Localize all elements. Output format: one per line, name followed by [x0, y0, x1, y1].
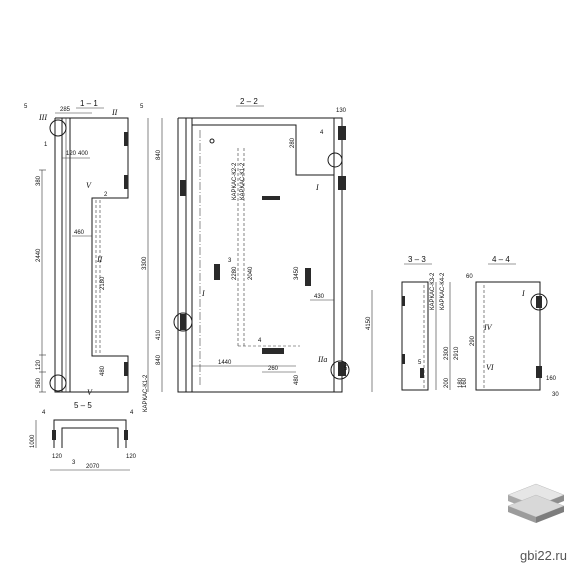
dim-2070: 2070 [86, 464, 100, 470]
section-2-2-title: 2 – 2 [240, 97, 258, 106]
callout-IIa: IIa [317, 355, 327, 364]
dim-1000: 1000 [30, 434, 36, 448]
section-2-2-view: 2 – 2 3300 840 410 840 [142, 97, 373, 393]
callout-V-bottom: V [87, 388, 93, 397]
callout-II-mid: II [96, 255, 103, 264]
dim-180: 180 [458, 377, 464, 388]
dim-3450: 3450 [294, 266, 300, 280]
section-5-5-view: 5 – 5 1000 2070 120 120 3 4 4 [30, 401, 137, 471]
dim-60-4: 160 [546, 376, 557, 382]
mark-5-3: 5 [418, 360, 422, 366]
dim-3300: 3300 [142, 256, 148, 270]
callout-II: II [111, 108, 118, 117]
dim-260: 260 [268, 366, 279, 372]
mark-4-2: 4 [258, 338, 262, 344]
dim-120-5: 120 [52, 454, 63, 460]
section-3-3-view: 3 – 3 2300 2910 КАРКАС-К3-2 КАРКАС-К4-2 … [401, 255, 464, 391]
mark-5b: 5 [140, 104, 144, 110]
dim-2300: 2300 [444, 346, 450, 360]
mark-4-5b: 4 [130, 410, 134, 416]
callout-V: V [86, 181, 92, 190]
dim-200: 200 [444, 377, 450, 388]
dim-380: 380 [36, 175, 42, 186]
mark-4-5: 4 [42, 410, 46, 416]
dim-285: 285 [60, 107, 71, 113]
dim-120-5b: 120 [126, 454, 137, 460]
section-1-1-view: 1 – 1 2440 380 120 580 285 120 400 [24, 99, 149, 412]
mesh-label-k5: КАРКАС-К4-2 [440, 272, 446, 310]
callout-III: III [38, 113, 47, 122]
dim-2280: 2280 [232, 266, 238, 280]
section-4-4-view: 4 – 4 I IV VI 60 160 30 160 290 [462, 255, 559, 398]
dim-2040: 2040 [248, 266, 254, 280]
dim-460: 460 [74, 230, 85, 236]
dim-2440: 2440 [36, 248, 42, 262]
section-5-5-title: 5 – 5 [74, 401, 92, 410]
section-3-3-title: 3 – 3 [408, 255, 426, 264]
callout-I-2: I [201, 289, 205, 298]
dim-290: 290 [470, 335, 476, 346]
section-4-4-title: 4 – 4 [492, 255, 510, 264]
dim-840: 840 [156, 149, 162, 160]
dim-120-top: 120 [66, 151, 77, 157]
dim-400: 400 [78, 151, 89, 157]
callout-IV: IV [483, 323, 493, 332]
dim-2180: 2180 [100, 276, 106, 290]
dim-480: 480 [100, 365, 106, 376]
mark-2: 2 [104, 192, 108, 198]
section-1-1-title: 1 – 1 [80, 99, 98, 108]
mesh-label-k2: КАРКАС-К2-2 [232, 162, 238, 200]
dim-280: 280 [290, 137, 296, 148]
dim-840b: 840 [156, 354, 162, 365]
callout-VI: VI [486, 363, 494, 372]
mark-5: 5 [24, 104, 28, 110]
dim-30: 30 [552, 392, 559, 398]
callout-I-4: I [521, 289, 525, 298]
mark-5-2: 5 [344, 366, 348, 372]
dim-120: 120 [36, 359, 42, 370]
dim-60: 60 [466, 274, 473, 280]
mesh-label-k4: КАРКАС-К3-2 [430, 272, 436, 310]
dim-1440: 1440 [218, 360, 232, 366]
mark-3-5: 3 [72, 460, 76, 466]
dim-4150: 4150 [366, 316, 372, 330]
mesh-label-k1: КАРКАС-К1-2 [143, 374, 149, 412]
dim-480-2: 480 [294, 374, 300, 385]
dim-160: 160 [462, 377, 468, 388]
dim-430: 430 [314, 294, 325, 300]
dim-410: 410 [156, 329, 162, 340]
dim-130: 130 [336, 108, 347, 114]
dim-580: 580 [36, 377, 42, 388]
brand-domain[interactable]: gbi22.ru [520, 548, 567, 563]
callout-I-2b: I [315, 183, 319, 192]
dim-2910: 2910 [454, 346, 460, 360]
mark-4-2b: 4 [320, 130, 324, 136]
brand-logo [507, 483, 565, 523]
mark-3-2: 3 [228, 258, 232, 264]
mesh-label-k3: КАРКАС-К1-2 [240, 162, 246, 200]
mark-1: 1 [44, 142, 48, 148]
